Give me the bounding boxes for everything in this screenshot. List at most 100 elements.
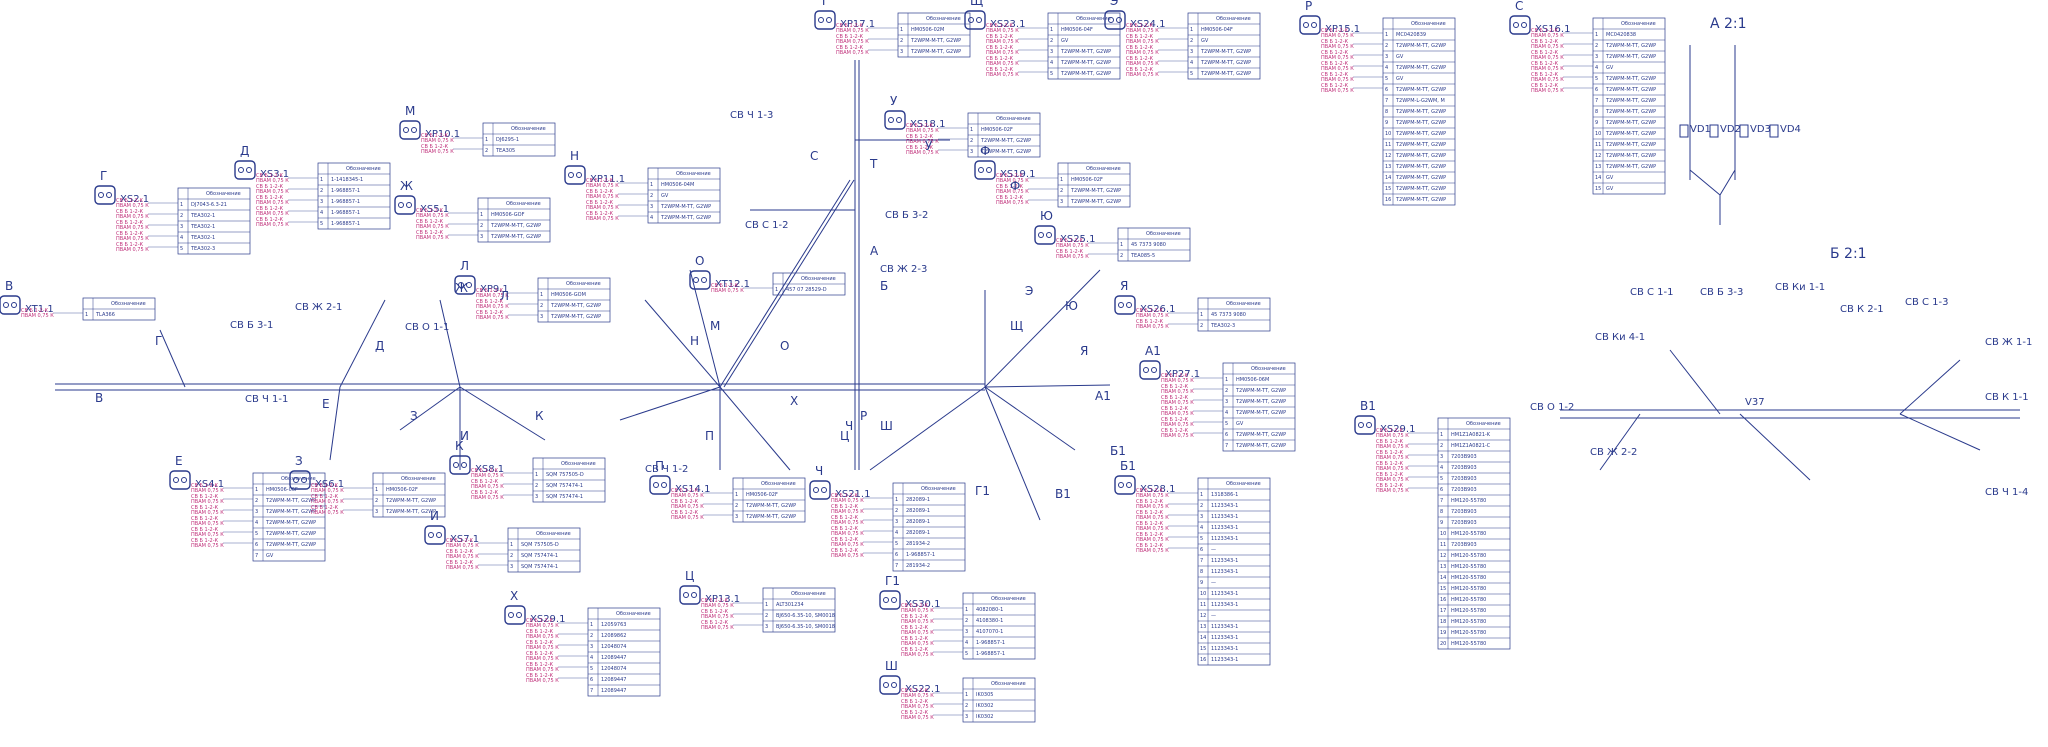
table-row-value: TEA305 [495,148,515,154]
wire-spec: ПВАМ 0,75 К [471,495,504,501]
table-row-number: 2 [480,223,483,229]
connector-housing [974,160,996,180]
table-row-value: HM0506-04F [1201,27,1233,33]
wire-spec: ПВАМ 0,75 К [711,288,744,294]
table-header: Обозначение [1076,16,1111,22]
wire-code: СВ Б 1-2-К [526,673,554,679]
wire-code: СВ Б 1-2-К [191,494,219,500]
wire-spec: ПВАМ 0,75 К [1136,313,1169,319]
connector-symbol [879,675,901,695]
connector-symbol [1114,295,1136,315]
connector-symbol [234,160,256,180]
table-row-number: 3 [480,234,483,240]
branch-label: СВ Б 3-2 [885,210,928,221]
wire-code: СВ Б 1-2-К [831,526,859,532]
table-row-number: 4 [1385,65,1388,71]
table-header: Обозначение [401,476,436,482]
wire-code: СВ Б 1-2-К [1376,461,1404,467]
wire-spec: ПВАМ 0,75 К [586,194,619,200]
wire-spec: ПВАМ 0,75 К [256,211,289,217]
region-letter: М [710,319,720,333]
pin-icon [1046,232,1052,238]
wire-code: СВ Б 1-2-К [586,200,614,206]
wire-spec: ПВАМ 0,75 К [906,139,939,145]
connector-letter: Л [460,259,469,273]
wire-code: СВ Б 1-2-К [1531,50,1559,56]
wire-spec: ПВАМ 0,75 К [191,499,224,505]
wire-code: СВ Б 1-2-К [1161,417,1189,423]
wire-code: СВ Б 1-2-К [1136,499,1164,505]
wire-spec: ПВАМ 0,75 К [986,61,1019,67]
pin-icon [701,277,707,283]
table-row-number: 2 [255,498,258,504]
wire-code: СВ Б 1-2-К [1161,373,1189,379]
wire-spec: ПВАМ 0,75 К [1531,77,1564,83]
table-row-number: 2 [650,193,653,199]
table-row-number: 2 [180,213,183,219]
wire-code: СВ Б 1-2-К [526,629,554,635]
connector-housing [0,295,21,315]
wire-spec: ПВАМ 0,75 К [446,565,479,571]
table-row-value: BJ650-6.35-10, SM0018 [776,613,835,619]
table-row-value: T2WPM-M-TT, G2WP [490,223,541,229]
pin-icon [11,302,17,308]
wire-spec: ПВАМ 0,75 К [476,293,509,299]
wire-spec: ПВАМ 0,75 К [831,498,864,504]
table-row-number: 1 [375,487,378,493]
connector-label: XS6.1 [315,479,344,490]
detail-b-part: V37 [1745,397,1765,408]
wire-code: СВ Б 1-2-К [311,505,339,511]
wire-spec: ПВАМ 0,75 К [1376,488,1409,494]
table-row-value: T2WPM-M-TT, G2WP [1395,142,1446,148]
table-row-number: 1 [1200,492,1203,498]
table-row-value: HM1Z1A0821-K [1451,432,1491,438]
wire-code: СВ Б 1-2-К [1136,543,1164,549]
wire-spec: ПВАМ 0,75 К [1161,422,1194,428]
wire-spec: ПВАМ 0,75 К [191,521,224,527]
connector-label: XS29.1 [1380,424,1415,435]
pin-icon [821,487,827,493]
table-row-number: 8 [1440,509,1443,515]
table-row-number: 6 [895,552,898,558]
table-row-number: 3 [965,629,968,635]
spec-table [1117,227,1191,262]
table-row-number: 4 [1050,60,1053,66]
table-row-number: 1 [535,472,538,478]
table-row-value: T2WPM-M-TT, G2WP [265,509,316,515]
wire-spec: ПВАМ 0,75 К [906,128,939,134]
wire-spec: ПВАМ 0,75 К [416,235,449,241]
wire-spec: ПВАМ 0,75 К [1126,72,1159,78]
table-row-value: 1123343-1 [1211,569,1238,575]
connector-letter: И [430,509,439,523]
table-header: Обозначение [281,476,316,482]
table-row-value: T2WPM-M-TT, G2WP [265,531,316,537]
region-letter: Г [155,334,162,348]
connector-symbol [449,455,471,475]
wire-code: СВ Б 1-2-К [996,195,1024,201]
table-row-value: T2WPM-M-TT, G2WP [550,303,601,309]
table-row-number: 10 [1440,531,1446,537]
pin-icon [508,612,514,618]
table-row-value: HM120-55780 [1451,586,1486,592]
diode-label: VD2 [1720,124,1741,135]
table-row-value: 12048074 [601,644,626,650]
connector-letter: Я [1120,279,1128,293]
region-letter: Я [1080,344,1088,358]
connector-housing [1509,15,1531,35]
wire-code: СВ Б 1-2-К [711,283,739,289]
region-letter: В1 [1055,487,1071,501]
wire-code: СВ Б 1-2-К [986,45,1014,51]
wire-code: СВ Б 1-2-К [901,636,929,642]
connector-label: XP13.1 [705,594,740,605]
table-row-number: 5 [1200,536,1203,542]
table-row-number: 6 [255,542,258,548]
table-row-number: 2 [735,503,738,509]
region-letter: Ю [1065,299,1078,313]
table-row-number: 11 [1595,142,1601,148]
table-row-number: 14 [1385,175,1391,181]
table-row-number: 3 [535,494,538,500]
